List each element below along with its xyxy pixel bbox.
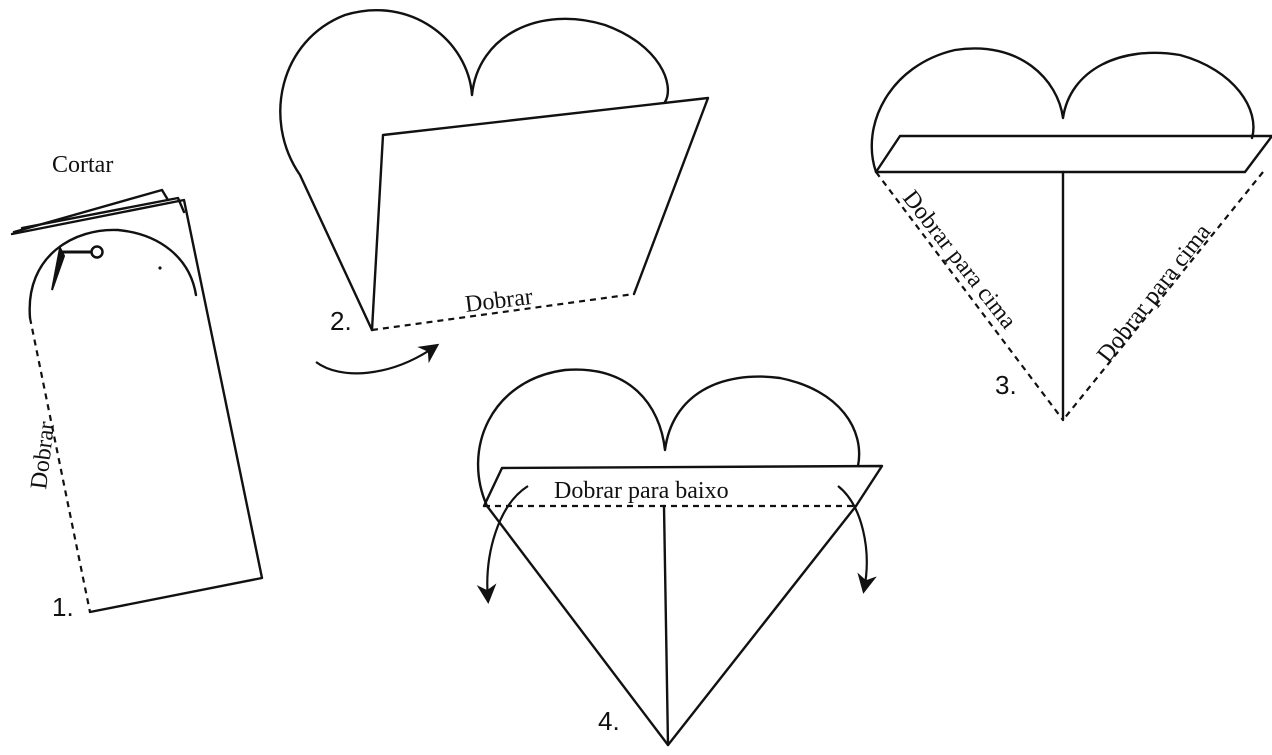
paper-strip — [12, 200, 262, 612]
label-dobrar-para-cima-left: Dobrar para cima — [897, 186, 1021, 335]
label-dobrar-step1: Dobrar — [26, 420, 60, 491]
step-3: Dobrar para cima Dobrar para cima 3. — [872, 48, 1272, 420]
center-crease — [664, 506, 668, 745]
step-number-4: 4. — [598, 706, 620, 736]
label-dobrar-para-cima-right: Dobrar para cima — [1092, 219, 1216, 368]
heart-outline — [280, 10, 668, 330]
label-cortar: Cortar — [52, 152, 113, 178]
step-number-2: 2. — [330, 306, 352, 336]
curved-arrow-icon — [316, 346, 436, 373]
step-1: Cortar Dobrar 1. — [12, 152, 262, 622]
curved-arrow-icon-right — [838, 486, 867, 590]
label-dobrar-para-baixo: Dobrar para baixo — [554, 478, 729, 504]
step-2: Dobrar 2. — [280, 10, 708, 373]
heart-lobes — [872, 48, 1254, 172]
step-4: Dobrar para baixo 4. — [478, 370, 882, 745]
step-number-1: 1. — [52, 592, 74, 622]
curved-arrow-icon-left — [487, 486, 528, 600]
scissors-icon — [52, 247, 103, 291]
dot-mark — [158, 266, 161, 269]
folded-band — [876, 136, 1272, 172]
fold-flap — [372, 98, 708, 330]
step-number-3: 3. — [995, 370, 1017, 400]
paper-layer-middle — [22, 198, 184, 228]
label-dobrar-step2: Dobrar — [464, 284, 535, 318]
heart-point — [487, 506, 856, 745]
